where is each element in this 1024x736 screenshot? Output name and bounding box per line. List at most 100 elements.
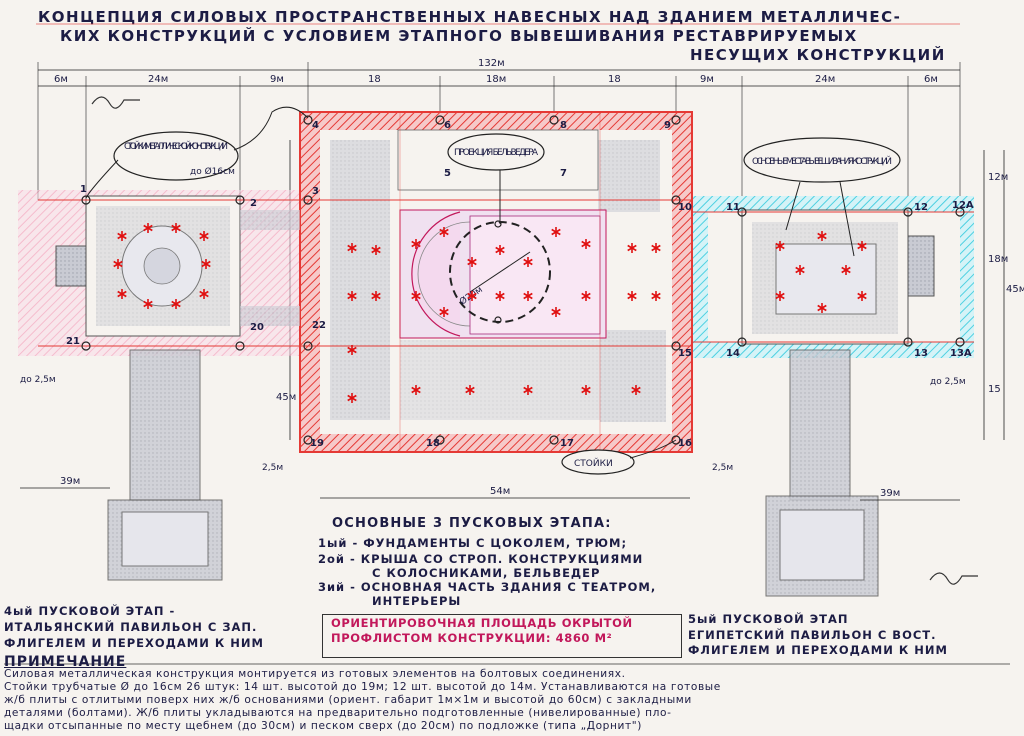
hanging-point-star	[523, 385, 533, 395]
callout-belvedere-text: ПРОЕКЦИЯ БЕЛЬВЕДЕРА	[454, 148, 539, 158]
hanging-point-star	[841, 265, 851, 275]
stage-4b: ИТАЛЬЯНСКИЙ ПАВИЛЬОН С ЗАП.	[4, 620, 258, 634]
stage-5a: 5ый ПУСКОВОЙ ЭТАП	[688, 612, 849, 626]
hanging-point-star	[347, 291, 357, 301]
title-line-2: КИХ КОНСТРУКЦИЙ С УСЛОВИЕМ ЭТАПНОГО ВЫВЕ…	[60, 27, 858, 45]
hanging-point-star	[857, 291, 867, 301]
callout-columns: СТОЙКИ МЕТАЛЛИЧЕСКОЙ КОНСТРУКЦИИ до Ø16с…	[85, 106, 309, 199]
hanging-point-star	[467, 257, 477, 267]
note-line-5: щадки отсыпанные по месту щебнем (до 30с…	[4, 720, 642, 732]
stage-5b: ЕГИПЕТСКИЙ ПАВИЛЬОН С ВОСТ.	[688, 628, 937, 642]
dim-bottom-right: 39м	[880, 488, 900, 499]
dim-top-9: 6м	[924, 74, 938, 85]
hanging-point-star	[581, 239, 591, 249]
dim-right-2: 18м	[988, 254, 1008, 265]
hanging-point-star	[439, 227, 449, 237]
column-number: 18	[426, 438, 440, 449]
column-number: 14	[726, 348, 740, 359]
stage-3a: 3ий - ОСНОВНАЯ ЧАСТЬ ЗДАНИЯ С ТЕАТРОМ,	[318, 580, 657, 594]
note-line-2: Стойки трубчатые Ø до 16см 26 штук: 14 ш…	[4, 681, 721, 693]
dim-top-3: 9м	[270, 74, 284, 85]
area-line-1: ОРИЕНТИРОВОЧНАЯ ПЛОЩАДЬ ОКРЫТОЙ	[331, 616, 633, 630]
right-dimension-chain: 12м 18м 45м 15	[983, 150, 1024, 440]
hanging-point-star	[523, 257, 533, 267]
dim-total: 132м	[478, 58, 505, 69]
callout-belvedere: ПРОЕКЦИЯ БЕЛЬВЕДЕРА	[447, 133, 545, 224]
title-line-3: НЕСУЩИХ КОНСТРУКЦИЙ	[690, 46, 946, 64]
hanging-point-star	[495, 291, 505, 301]
dim-right-1: 12м	[988, 172, 1008, 183]
bottom-dimensions: 39м 54м 39м	[20, 476, 960, 501]
column-number: 5	[444, 168, 451, 179]
hanging-point-star	[651, 243, 661, 253]
hanging-point-star	[117, 231, 127, 241]
note-line-4: деталями (болтами). Ж/б плиты укладывают…	[4, 707, 672, 719]
note-line-1: Силовая металлическая конструкция монтир…	[4, 668, 626, 680]
dim-bottom-center: 54м	[490, 486, 510, 497]
stage-4c: ФЛИГЕЛЕМ И ПЕРЕХОДАМИ К НИМ	[4, 636, 264, 650]
dim-top-7: 9м	[700, 74, 714, 85]
column-number: 21	[66, 336, 80, 347]
callout-columns-text: СТОЙКИ МЕТАЛЛИЧЕСКОЙ КОНСТРУКЦИИ	[124, 140, 228, 152]
stage-1: 1ый - ФУНДАМЕНТЫ С ЦОКОЛЕМ, ТРЮМ;	[318, 536, 628, 550]
dim-top-2: 24м	[148, 74, 168, 85]
hanging-point-star	[857, 241, 867, 251]
column-number: 4	[312, 120, 319, 131]
hanging-point-star	[347, 393, 357, 403]
offset-label: 2,5м	[712, 463, 733, 473]
title-line-1: КОНЦЕПЦИЯ СИЛОВЫХ ПРОСТРАНСТВЕННЫХ НАВЕС…	[38, 8, 902, 26]
note-line-3: ж/б плиты с отлитыми поверх них ж/б осно…	[4, 694, 692, 706]
hanging-point-star	[551, 307, 561, 317]
area-text: ОРИЕНТИРОВОЧНАЯ ПЛОЩАДЬ ОКРЫТОЙ ПРОФЛИСТ…	[331, 616, 633, 646]
hanging-point-star	[201, 259, 211, 269]
dim-top-6: 18	[608, 74, 621, 85]
callout-column-size: до Ø16см	[190, 166, 235, 177]
stage-2a: 2ой - КРЫША СО СТРОП. КОНСТРУКЦИЯМИ	[318, 552, 644, 566]
column-number: 3	[312, 186, 319, 197]
hanging-point-star	[817, 231, 827, 241]
column-number: 17	[560, 438, 574, 449]
column-number: 11	[726, 202, 740, 213]
hanging-point-star	[411, 385, 421, 395]
stage-2b: С КОЛОСНИКАМИ, БЕЛЬВЕДЕР	[372, 566, 601, 580]
hanging-point-star	[631, 385, 641, 395]
column-number: 10	[678, 202, 692, 213]
dim-bottom-left: 39м	[60, 476, 80, 487]
dim-top-8: 24м	[815, 74, 835, 85]
hanging-point-star	[171, 223, 181, 233]
hanging-point-star	[627, 291, 637, 301]
hanging-point-star	[467, 291, 477, 301]
dim-top-1: 6м	[54, 74, 68, 85]
hanging-point-star	[581, 385, 591, 395]
hanging-point-star	[465, 385, 475, 395]
hanging-point-star	[551, 227, 561, 237]
hanging-point-star	[347, 243, 357, 253]
dim-top-5: 18м	[486, 74, 506, 85]
hanging-point-star	[411, 291, 421, 301]
hanging-point-star	[817, 303, 827, 313]
hanging-point-star	[199, 289, 209, 299]
callout-columns-short: СТОЙКИ	[561, 439, 677, 475]
column-number: 7	[560, 168, 567, 179]
dim-left-vertical: 45м	[276, 392, 296, 403]
offset-label: 2,5м	[262, 463, 283, 473]
hanging-point-star	[439, 307, 449, 317]
hanging-point-star	[347, 345, 357, 355]
column-number: 2	[250, 198, 257, 209]
stage-5c: ФЛИГЕЛЕМ И ПЕРЕХОДАМИ К НИМ	[688, 643, 948, 657]
hanging-point-star	[199, 231, 209, 241]
column-number: 9	[664, 120, 671, 131]
hanging-points	[113, 223, 867, 403]
hanging-point-star	[495, 245, 505, 255]
column-number: 20	[250, 322, 264, 333]
column-markers	[81, 115, 965, 445]
hanging-point-star	[581, 291, 591, 301]
hanging-point-star	[627, 243, 637, 253]
column-number: 1	[80, 184, 87, 195]
hanging-point-star	[523, 291, 533, 301]
hanging-point-star	[775, 241, 785, 251]
column-number: 8	[560, 120, 567, 131]
offset-label: до 2,5м	[930, 377, 966, 387]
